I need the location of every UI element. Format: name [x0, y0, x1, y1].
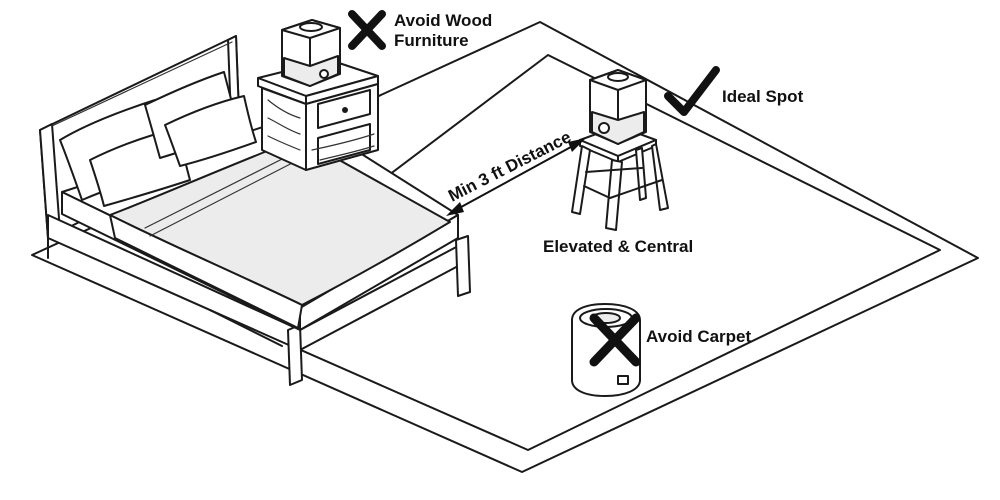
x-mark-icon	[348, 10, 386, 50]
check-mark-icon	[664, 66, 720, 116]
distance-arrow	[446, 138, 586, 216]
label-avoid-wood-line1: Avoid Wood	[394, 11, 492, 30]
x-mark-icon	[589, 313, 641, 367]
label-avoid-carpet: Avoid Carpet	[646, 327, 752, 346]
label-ideal-spot: Ideal Spot	[722, 87, 804, 106]
bed	[39, 35, 471, 386]
label-avoid-wood-line2: Furniture	[394, 31, 469, 50]
humidifier-ideal	[589, 69, 647, 145]
label-elevated-central: Elevated & Central	[543, 237, 693, 256]
humidifier-on-nightstand	[281, 19, 341, 87]
label-min-distance: Min 3 ft Distance	[445, 127, 574, 205]
carpet-rug	[209, 54, 941, 451]
